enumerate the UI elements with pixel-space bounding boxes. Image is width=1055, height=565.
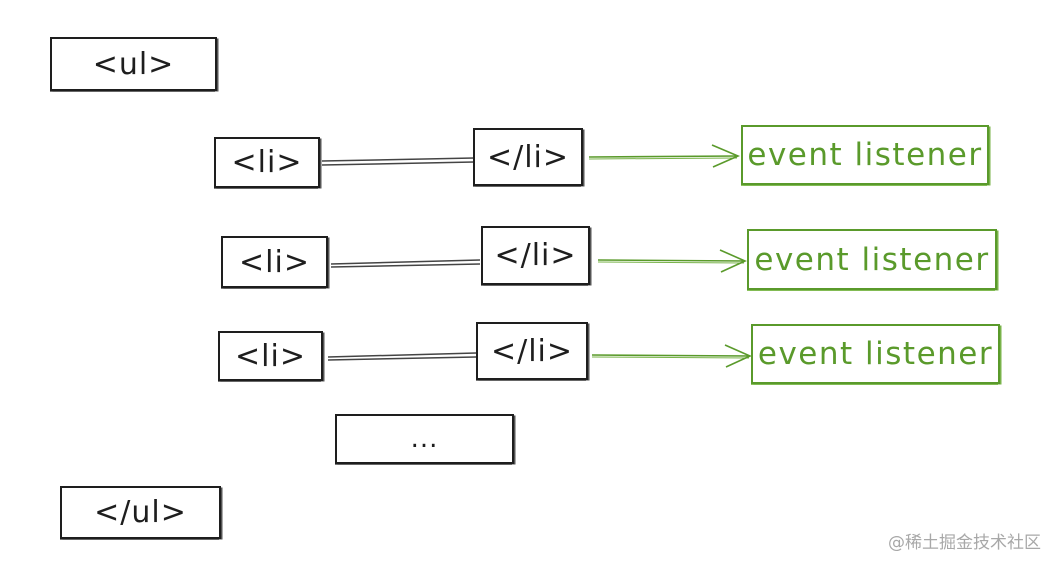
arrow-to-listener-1 xyxy=(588,155,739,158)
ul-close-label: </ul> xyxy=(94,495,187,530)
row-2-connectors xyxy=(330,249,747,273)
li-open-node-1: <li> xyxy=(214,137,320,188)
li-close-label: </li> xyxy=(494,238,577,273)
row-3-connectors xyxy=(327,344,752,368)
arrow-to-listener-3 xyxy=(591,354,751,357)
li-close-label: </li> xyxy=(490,333,574,369)
ellipsis-label: ... xyxy=(410,424,439,454)
li-close-node-3: </li> xyxy=(476,322,588,380)
li-to-close-line-2 xyxy=(330,259,481,265)
row-1-connectors xyxy=(321,144,741,168)
ul-open-node: <ul> xyxy=(50,37,217,91)
ul-open-label: <ul> xyxy=(92,46,175,82)
event-listener-label: event listener xyxy=(757,336,994,372)
event-listener-node-2: event listener xyxy=(747,229,997,290)
li-open-node-2: <li> xyxy=(221,236,328,288)
ellipsis-node: ... xyxy=(335,414,514,464)
li-open-label: <li> xyxy=(231,145,303,180)
li-to-close-line-3 xyxy=(327,352,477,358)
event-listener-label: event listener xyxy=(747,137,983,173)
ul-close-node: </ul> xyxy=(60,486,221,539)
li-open-label: <li> xyxy=(239,244,310,280)
li-close-label: </li> xyxy=(486,139,570,175)
event-listener-node-1: event listener xyxy=(741,125,989,185)
li-close-node-1: </li> xyxy=(473,128,583,186)
li-open-label: <li> xyxy=(235,338,306,374)
li-close-node-2: </li> xyxy=(481,226,590,285)
li-to-close-line-1 xyxy=(321,157,475,162)
arrow-to-listener-2 xyxy=(597,259,746,262)
li-open-node-3: <li> xyxy=(218,331,323,381)
event-listener-node-3: event listener xyxy=(751,324,1000,384)
watermark-text: @稀土掘金技术社区 xyxy=(888,533,1041,553)
event-listener-label: event listener xyxy=(754,241,990,278)
